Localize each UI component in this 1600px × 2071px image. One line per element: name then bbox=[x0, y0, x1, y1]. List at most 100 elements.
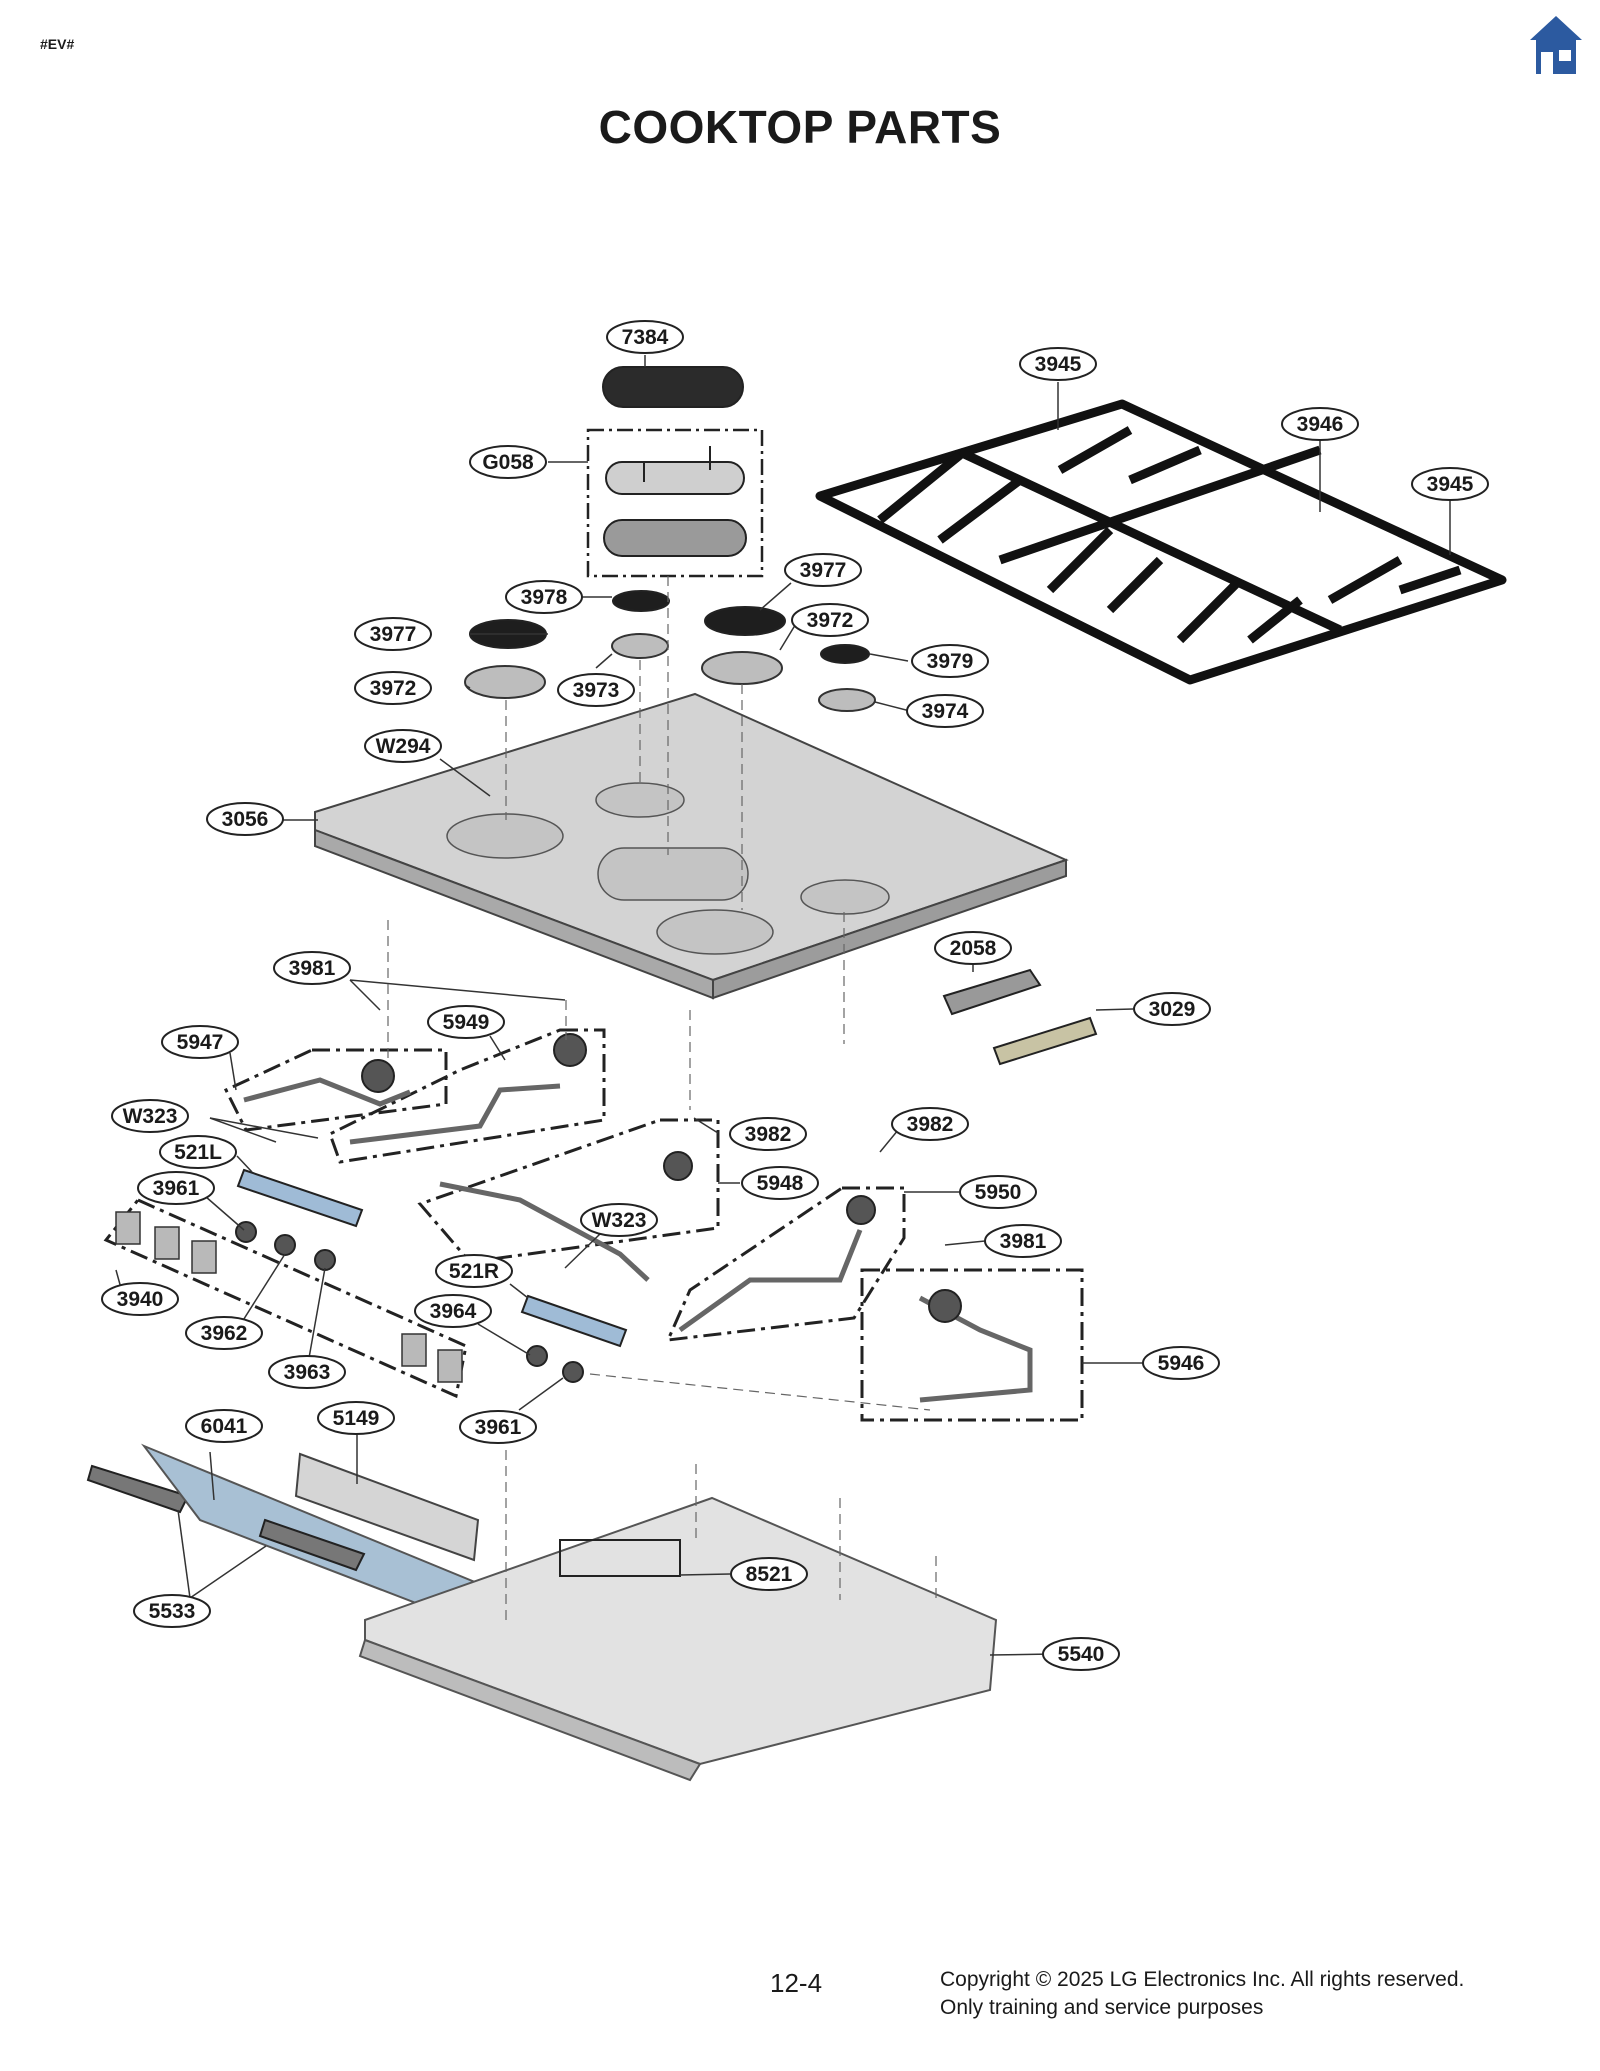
callout-bubble bbox=[364, 729, 442, 763]
part-callout-5949: 5949 bbox=[427, 1005, 505, 1039]
callout-label: 3977 bbox=[800, 559, 847, 582]
callout-bubble bbox=[185, 1316, 263, 1350]
callout-label: 3973 bbox=[573, 679, 620, 702]
part-callout-3981: 3981 bbox=[984, 1224, 1062, 1258]
callout-bubble bbox=[1133, 992, 1211, 1026]
callout-label: 3029 bbox=[1149, 998, 1196, 1021]
callout-label: G058 bbox=[482, 451, 534, 474]
callout-bubble bbox=[1142, 1346, 1220, 1380]
callout-bubble bbox=[159, 1135, 237, 1169]
callout-bubble bbox=[435, 1254, 513, 1288]
part-callout-3981: 3981 bbox=[273, 951, 351, 985]
callout-label: 3979 bbox=[927, 650, 974, 673]
part-callout-3946: 3946 bbox=[1281, 407, 1359, 441]
callout-label: 3964 bbox=[430, 1300, 477, 1323]
callout-label: 3981 bbox=[289, 957, 336, 980]
callout-label: 5948 bbox=[757, 1172, 804, 1195]
callout-label: 3946 bbox=[1297, 413, 1344, 436]
part-callout-3982: 3982 bbox=[729, 1117, 807, 1151]
part-callout-3961: 3961 bbox=[459, 1410, 537, 1444]
callout-label: 3962 bbox=[201, 1322, 248, 1345]
part-callout-2058: 2058 bbox=[934, 931, 1012, 965]
callout-bubble bbox=[459, 1410, 537, 1444]
guide-lines bbox=[387, 576, 937, 1620]
callout-label: 3972 bbox=[807, 609, 854, 632]
callout-bubble bbox=[729, 1117, 807, 1151]
callout-label: 3982 bbox=[907, 1113, 954, 1136]
callout-label: 5540 bbox=[1058, 1643, 1105, 1666]
part-callout-3962: 3962 bbox=[185, 1316, 263, 1350]
callout-label: 521L bbox=[174, 1141, 222, 1164]
part-callout-w323: W323 bbox=[111, 1099, 189, 1133]
callout-label: 3978 bbox=[521, 586, 568, 609]
page-tag: #EV# bbox=[40, 36, 75, 52]
callout-label: W323 bbox=[592, 1209, 647, 1232]
callout-bubble bbox=[606, 320, 684, 354]
callout-bubble bbox=[427, 1005, 505, 1039]
callout-label: 521R bbox=[449, 1260, 499, 1283]
callout-label: 5950 bbox=[975, 1181, 1022, 1204]
part-callout-8521: 8521 bbox=[730, 1557, 808, 1591]
callout-bubble bbox=[414, 1294, 492, 1328]
part-callout-521l: 521L bbox=[159, 1135, 237, 1169]
callout-label: 5947 bbox=[177, 1031, 224, 1054]
callout-bubble bbox=[273, 951, 351, 985]
callout-label: W294 bbox=[376, 735, 431, 758]
callout-bubble bbox=[934, 931, 1012, 965]
callout-label: 3972 bbox=[370, 677, 417, 700]
callout-bubble bbox=[354, 617, 432, 651]
part-callout-w294: W294 bbox=[364, 729, 442, 763]
part-callout-3973: 3973 bbox=[557, 673, 635, 707]
callout-bubble bbox=[206, 802, 284, 836]
callout-bubble bbox=[891, 1107, 969, 1141]
callout-bubble bbox=[505, 580, 583, 614]
part-callout-3963: 3963 bbox=[268, 1355, 346, 1389]
part-callout-3978: 3978 bbox=[505, 580, 583, 614]
callout-bubble bbox=[354, 671, 432, 705]
home-icon bbox=[1530, 16, 1582, 74]
callout-label: 5949 bbox=[443, 1011, 490, 1034]
callout-bubble bbox=[906, 694, 984, 728]
page-title: COOKTOP PARTS bbox=[598, 101, 1002, 153]
callout-label: 3963 bbox=[284, 1361, 331, 1384]
part-callout-5948: 5948 bbox=[741, 1166, 819, 1200]
footer-copyright: Copyright © 2025 LG Electronics Inc. All… bbox=[940, 1968, 1465, 1991]
part-callout-3979: 3979 bbox=[911, 644, 989, 678]
part-callout-3977: 3977 bbox=[784, 553, 862, 587]
callout-bubble bbox=[557, 673, 635, 707]
callout-bubble bbox=[984, 1224, 1062, 1258]
callout-bubble bbox=[959, 1175, 1037, 1209]
part-callout-5533: 5533 bbox=[133, 1594, 211, 1628]
part-callout-3972: 3972 bbox=[791, 603, 869, 637]
callout-bubble bbox=[133, 1594, 211, 1628]
callout-bubble bbox=[911, 644, 989, 678]
callout-label: 5149 bbox=[333, 1407, 380, 1430]
callout-label: 7384 bbox=[622, 326, 669, 349]
part-callout-5540: 5540 bbox=[1042, 1637, 1120, 1671]
callout-label: 3056 bbox=[222, 808, 269, 831]
callout-bubble bbox=[580, 1203, 658, 1237]
callout-label: 3974 bbox=[922, 700, 969, 723]
callout-label: 6041 bbox=[201, 1415, 248, 1438]
home-button[interactable] bbox=[1528, 14, 1584, 76]
part-callout-3945: 3945 bbox=[1019, 347, 1097, 381]
part-callout-5946: 5946 bbox=[1142, 1346, 1220, 1380]
callout-bubble bbox=[791, 603, 869, 637]
part-callout-5950: 5950 bbox=[959, 1175, 1037, 1209]
part-callout-3029: 3029 bbox=[1133, 992, 1211, 1026]
callout-bubble bbox=[469, 445, 547, 479]
callout-label: 3961 bbox=[153, 1177, 200, 1200]
callout-bubble bbox=[730, 1557, 808, 1591]
callout-bubble bbox=[1411, 467, 1489, 501]
callout-label: 3940 bbox=[117, 1288, 164, 1311]
callout-label: 3982 bbox=[745, 1123, 792, 1146]
callout-bubble bbox=[101, 1282, 179, 1316]
part-callout-3972: 3972 bbox=[354, 671, 432, 705]
part-callout-3940: 3940 bbox=[101, 1282, 179, 1316]
callout-label: W323 bbox=[123, 1105, 178, 1128]
callout-bubble bbox=[741, 1166, 819, 1200]
callout-label: 5946 bbox=[1158, 1352, 1205, 1375]
part-callout-5149: 5149 bbox=[317, 1401, 395, 1435]
part-callout-g058: G058 bbox=[469, 445, 547, 479]
